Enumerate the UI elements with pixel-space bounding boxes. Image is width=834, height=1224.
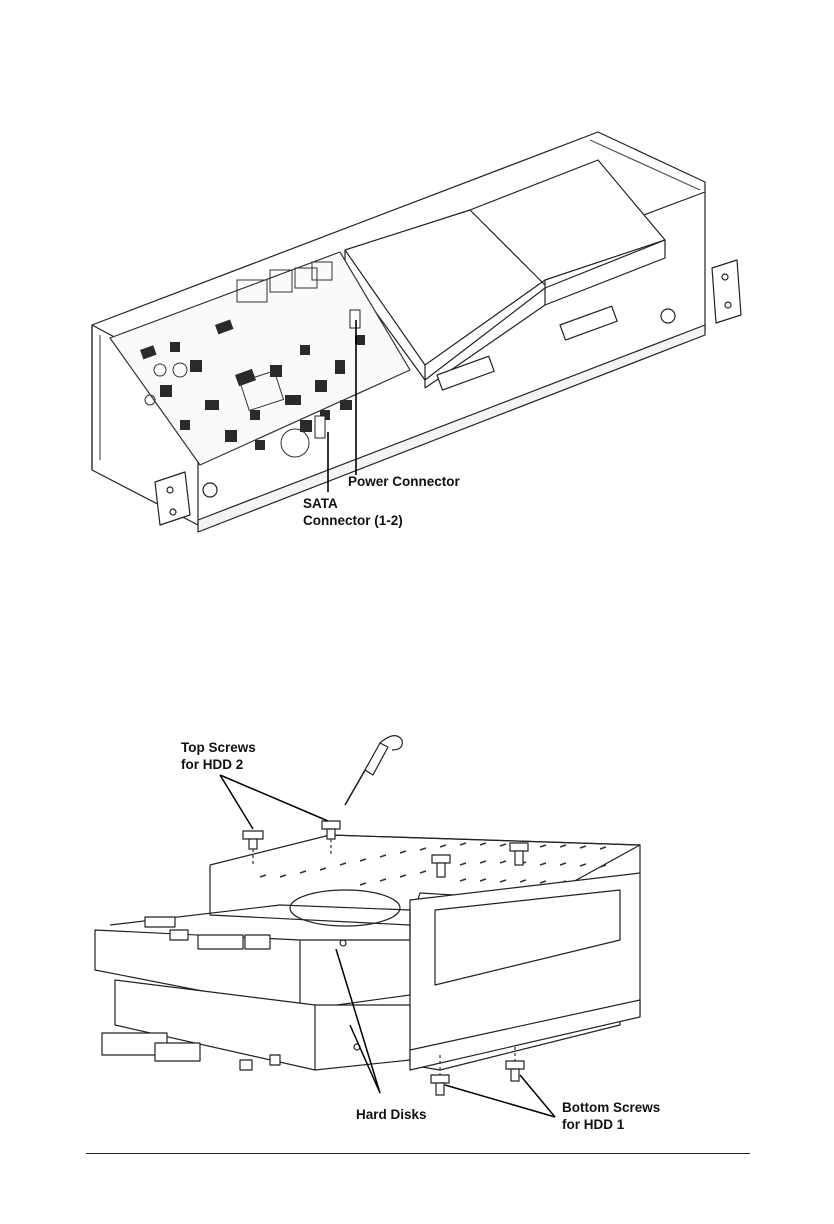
screwdriver-icon <box>345 736 402 805</box>
bottom-screws-label: Bottom Screws for HDD 1 <box>562 1099 660 1133</box>
chassis-diagram: Power Connector SATA Connector (1-2) <box>0 120 834 550</box>
top-screws-label: Top Screws for HDD 2 <box>181 739 256 773</box>
hdd-bracket-diagram: Top Screws for HDD 2 Bottom Screws for H… <box>0 725 834 1145</box>
hdd-bracket-drawing <box>0 725 834 1145</box>
footer-divider <box>86 1153 750 1154</box>
sata-connector-label: SATA Connector (1-2) <box>303 495 403 529</box>
hard-disks-label: Hard Disks <box>356 1106 427 1123</box>
power-connector-label: Power Connector <box>348 473 460 490</box>
